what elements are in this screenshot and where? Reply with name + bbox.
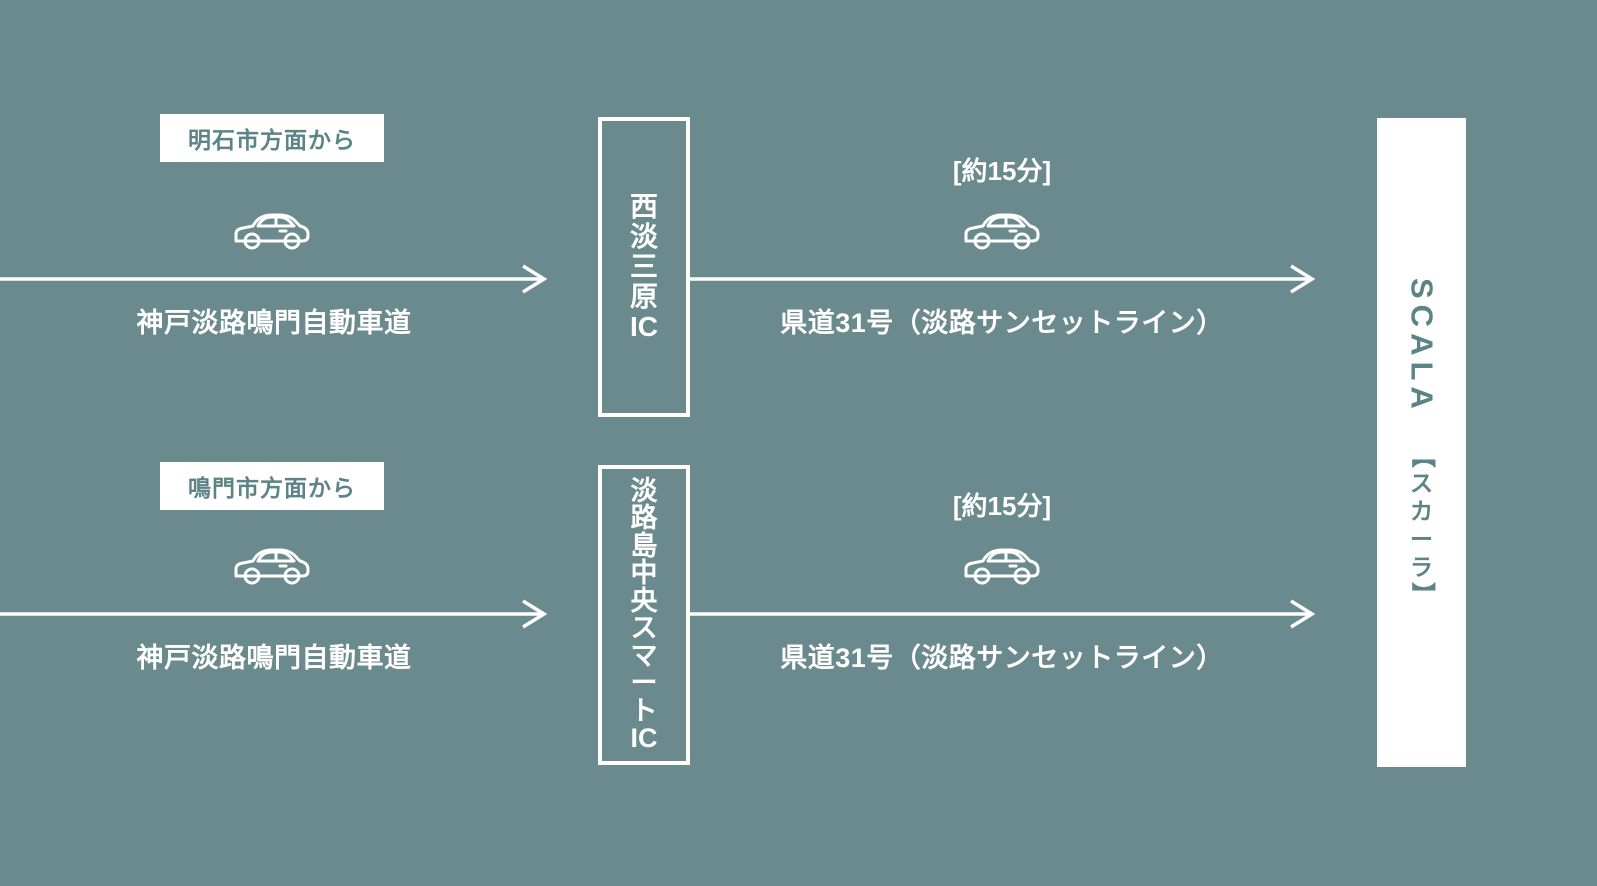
destination-box-scala: SCALA【スカーラ】 — [1377, 118, 1466, 767]
origin-badge-label: 明石市方面から — [188, 127, 356, 153]
car-icon — [230, 204, 314, 252]
arrow-right-icon — [690, 262, 1316, 296]
arrow-right-icon — [0, 262, 548, 296]
car-icon — [960, 539, 1044, 587]
origin-badge-naruto: 鳴門市方面から — [160, 462, 384, 510]
car-icon — [960, 204, 1044, 252]
destination-label: SCALA【スカーラ】 — [1404, 278, 1440, 606]
origin-badge-label: 鳴門市方面から — [188, 475, 356, 501]
highway-label: 神戸淡路鳴門自動車道 — [136, 643, 412, 673]
arrow-right-icon — [690, 597, 1316, 631]
origin-badge-akashi: 明石市方面から — [160, 114, 384, 162]
highway-label: 神戸淡路鳴門自動車道 — [136, 308, 412, 338]
local-road-label: 県道31号（淡路サンセットライン） — [780, 308, 1224, 338]
duration-label: [約15分] — [952, 156, 1052, 186]
car-icon — [230, 539, 314, 587]
local-road-label: 県道31号（淡路サンセットライン） — [780, 643, 1224, 673]
duration-label: [約15分] — [952, 491, 1052, 521]
arrow-right-icon — [0, 597, 548, 631]
